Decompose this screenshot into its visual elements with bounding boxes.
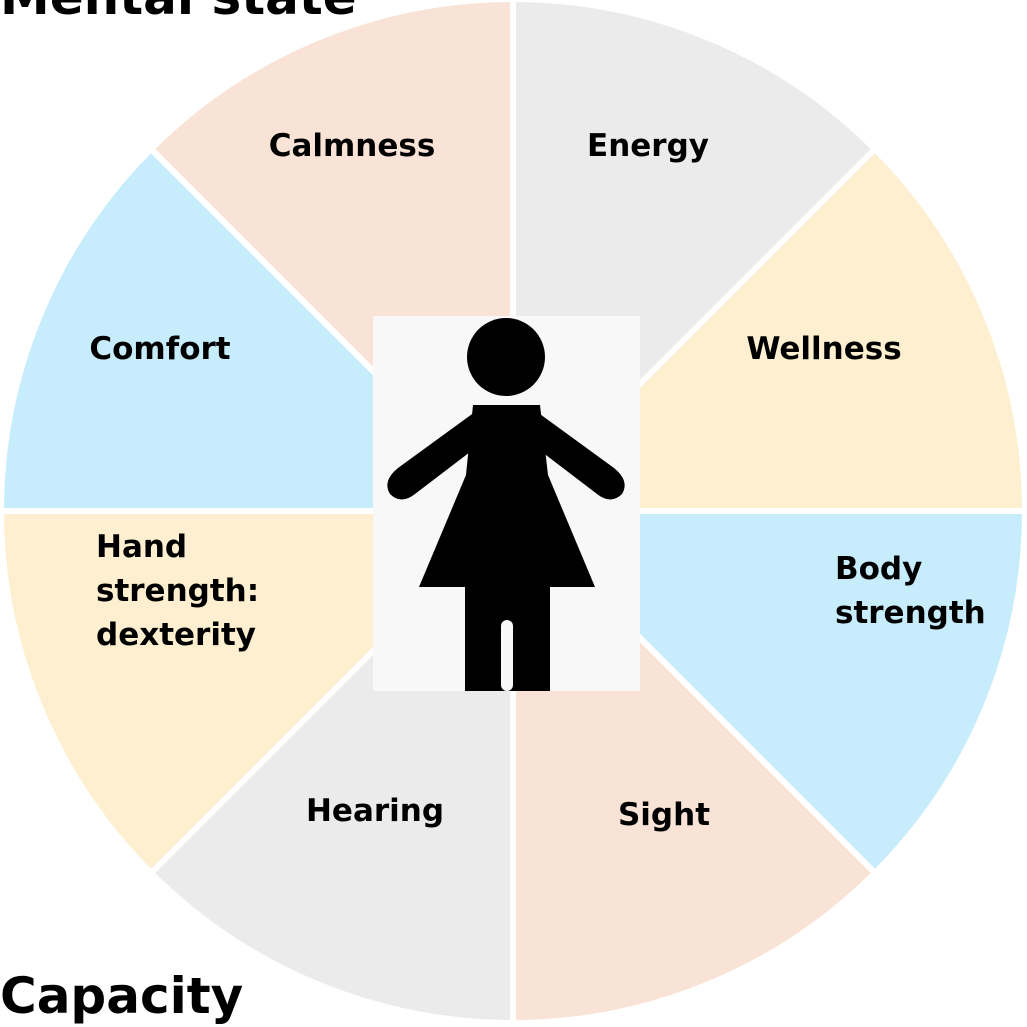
segment-label-wellness: Wellness: [746, 331, 901, 367]
center-figure: [373, 316, 640, 691]
segment-label-sight: Sight: [618, 797, 710, 833]
segment-label-line: Sight: [618, 797, 710, 833]
segment-label-body-strength: Body strength: [835, 551, 986, 631]
segment-label-hearing: Hearing: [306, 793, 444, 829]
header-label: Mental state: [0, 0, 357, 26]
segment-label-line: Body: [835, 551, 922, 587]
segment-label-energy: Energy: [587, 128, 709, 164]
leg-gap: [501, 620, 513, 691]
segment-label-line: Calmness: [269, 128, 436, 164]
footer-label: Capacity: [0, 967, 243, 1025]
segment-label-line: strength: [835, 595, 986, 631]
segment-label-line: dexterity: [96, 617, 256, 653]
segment-label-calmness: Calmness: [269, 128, 436, 164]
segment-label-line: Comfort: [89, 331, 230, 367]
segment-label-line: Hand: [96, 529, 187, 565]
segment-body-strength: [505, 508, 1027, 878]
segment-label-line: strength:: [96, 573, 259, 609]
segment-label-line: Hearing: [306, 793, 444, 829]
segment-label-line: Wellness: [746, 331, 901, 367]
segment-label-comfort: Comfort: [89, 331, 230, 367]
segment-wellness: [505, 144, 1027, 514]
segment-label-line: Energy: [587, 128, 709, 164]
segment-label-hand-strength: Hand strength: dexterity: [96, 529, 259, 653]
